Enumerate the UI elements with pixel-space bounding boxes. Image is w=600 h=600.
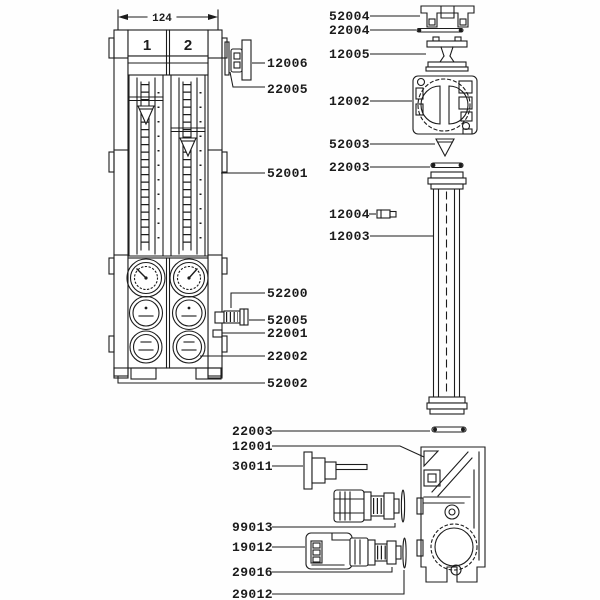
dimension-value: 124 xyxy=(152,13,172,25)
part-label-52003: 52003 xyxy=(329,137,370,152)
part-12004-cylinder xyxy=(376,209,397,219)
upper-oring-pin xyxy=(400,489,406,523)
part-12001-body xyxy=(416,446,486,583)
part-12006-outlet xyxy=(224,39,252,81)
part-label-12003: 12003 xyxy=(329,229,370,244)
part-label-12001: 12001 xyxy=(232,439,273,454)
part-label-52004: 52004 xyxy=(329,9,370,24)
part-52004-bracket xyxy=(420,5,475,28)
part-label-22004: 22004 xyxy=(329,23,370,38)
part-52005-fitting xyxy=(212,308,249,338)
float-1 xyxy=(137,105,155,126)
control-knob-3 xyxy=(129,330,163,364)
part-label-29016: 29016 xyxy=(232,565,273,580)
float-2 xyxy=(179,137,197,158)
part-label-99013: 99013 xyxy=(232,520,273,535)
bottom-valve-assembly: 22003 12001 30011 99013 19012 29016 2901… xyxy=(232,424,486,600)
gauge-panel xyxy=(126,257,209,369)
part-30011-stem xyxy=(303,451,368,490)
leader-lines-bottom xyxy=(272,430,430,595)
part-label-12004: 12004 xyxy=(329,207,370,222)
part-label-52005: 52005 xyxy=(267,313,308,328)
part-label-22001: 22001 xyxy=(267,326,308,341)
flow-tube-2 xyxy=(170,74,206,257)
part-99013-valve xyxy=(333,489,406,523)
part-12003-tube xyxy=(426,171,468,415)
dimension-line: 124 xyxy=(117,9,219,30)
part-22003-seal-upper xyxy=(430,162,464,169)
control-knob-4 xyxy=(172,330,206,364)
part-label-52001: 52001 xyxy=(267,166,308,181)
part-22001-tab xyxy=(212,329,223,338)
part-label-52002: 52002 xyxy=(267,376,308,391)
part-label-12002: 12002 xyxy=(329,94,370,109)
right-exploded-stack: 52004 22004 12005 12002 52003 22003 1200… xyxy=(329,5,478,415)
part-22004-pin xyxy=(416,27,464,33)
part-22003-seal-lower xyxy=(431,426,467,433)
part-29016-valve xyxy=(349,537,407,569)
tube-number-1: 1 xyxy=(143,37,151,54)
part-label-29012: 29012 xyxy=(232,587,273,600)
control-knob-2 xyxy=(171,295,207,331)
part-label-12006: 12006 xyxy=(267,56,308,71)
part-label-12005: 12005 xyxy=(329,47,370,62)
part-19012-block xyxy=(305,532,353,570)
header-panel: 1 2 xyxy=(127,29,209,76)
part-label-22002: 22002 xyxy=(267,349,308,364)
part-label-52200: 52200 xyxy=(267,286,308,301)
part-label-30011: 30011 xyxy=(232,459,273,474)
base-feet xyxy=(113,367,223,380)
part-label-19012: 19012 xyxy=(232,540,273,555)
labels-bottom-assembly: 22003 12001 30011 99013 19012 29016 2901… xyxy=(232,424,273,600)
leader-lines-right xyxy=(369,15,435,237)
part-label-22005: 22005 xyxy=(267,82,308,97)
flowmeter-front-view: 124 1 2 xyxy=(108,9,308,391)
frame-rails xyxy=(108,29,228,379)
labels-left-unit: 12006 22005 52001 52200 52005 22001 2200… xyxy=(267,56,308,391)
flow-tube-1 xyxy=(128,74,164,257)
part-52003-cone xyxy=(435,138,455,158)
part-label-22003-lower: 22003 xyxy=(232,424,273,439)
lower-oring-pin xyxy=(402,537,407,569)
tube-number-2: 2 xyxy=(184,37,192,54)
part-12002-block xyxy=(412,75,478,135)
part-label-22003-upper: 22003 xyxy=(329,160,370,175)
part-12005-spool xyxy=(425,36,469,72)
control-knob-1 xyxy=(128,295,164,331)
labels-right-stack: 52004 22004 12005 12002 52003 22003 1200… xyxy=(329,9,370,244)
leader-lines-left xyxy=(117,62,265,384)
